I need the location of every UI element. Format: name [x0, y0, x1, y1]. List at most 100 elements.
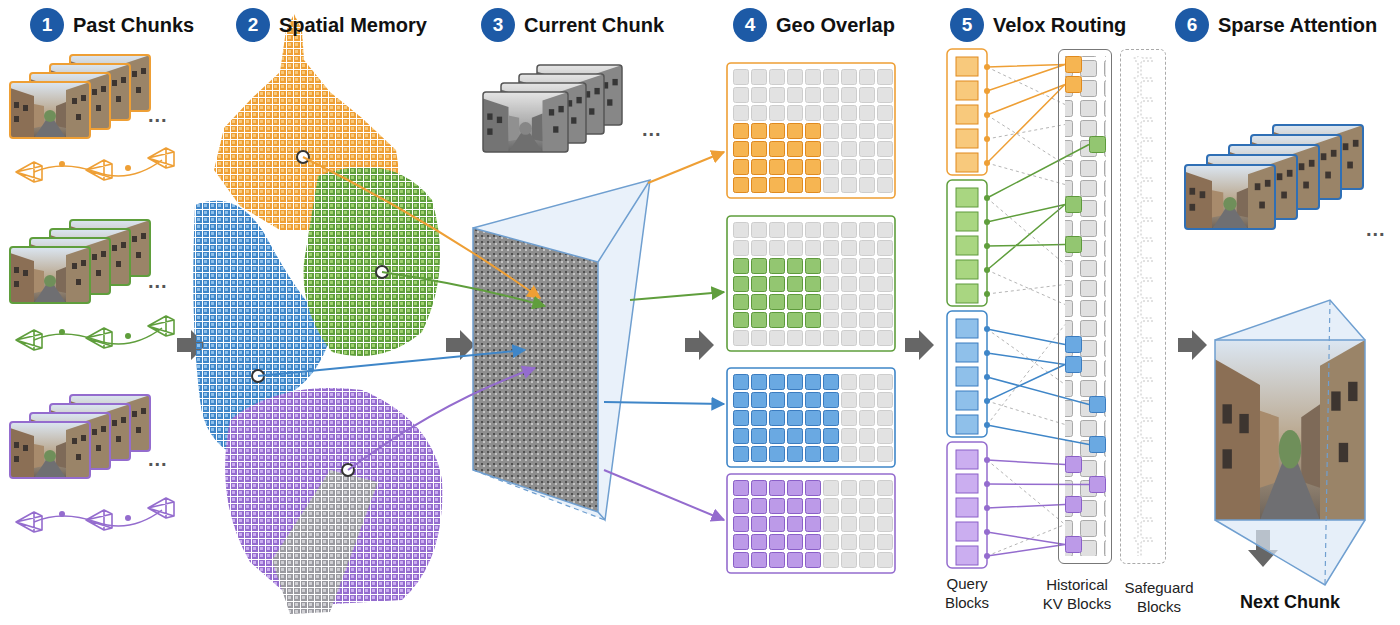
query-block-group: [947, 180, 987, 306]
overlap-grid: [727, 63, 895, 198]
step-number: 3: [481, 8, 515, 42]
kv-cells: [1065, 56, 1106, 556]
point-cloud: [304, 167, 440, 356]
camera-trajectory: [148, 316, 174, 336]
stage-title: Geo Overlap: [776, 14, 895, 37]
stage-header: 1Past Chunks: [30, 8, 194, 42]
routing-line: [987, 329, 1089, 445]
past-chunk-stack: [10, 55, 150, 478]
query-block-group: [956, 546, 978, 565]
camera-trajectory: [16, 162, 42, 182]
camera-trajectory: [16, 512, 42, 532]
current-chunk-stack: [483, 92, 568, 152]
query-block-group: [956, 391, 978, 410]
output-frustum: [1215, 520, 1365, 585]
overlap-grid: [733, 480, 823, 570]
query-block-group: [956, 260, 978, 279]
stage-title: Past Chunks: [73, 14, 194, 37]
memory-arrow: [382, 272, 545, 306]
ellipsis: ...: [148, 104, 178, 127]
stage-header: 5 Velox Routing: [950, 8, 1126, 42]
camera-trajectory: [125, 515, 131, 521]
overlap-grid: [733, 258, 823, 330]
query-block-group: [956, 236, 978, 255]
query-block-group: [956, 284, 978, 303]
routing-line: [987, 460, 1089, 556]
ellipsis: ...: [642, 118, 672, 141]
camera-trajectory: [16, 330, 42, 350]
stage-arrow: [685, 330, 714, 360]
query-block-group: [947, 442, 987, 568]
kv-cells: [1066, 497, 1082, 513]
query-dot: [984, 553, 990, 559]
kv-cells: [1066, 237, 1082, 253]
next-chunk-stack: [1185, 125, 1363, 229]
step-number: 2: [236, 8, 270, 42]
output-label: Next Chunk: [1225, 592, 1355, 613]
stage-title: Velox Routing: [993, 14, 1126, 37]
memory-arrow: [258, 157, 545, 470]
memory-arrow: [303, 157, 540, 298]
query-dot: [984, 398, 990, 404]
overlap-arrow: [604, 152, 724, 520]
overlap-grid: [733, 480, 895, 570]
camera-trajectory: [148, 498, 174, 518]
camera-frustum: [473, 228, 598, 512]
past-chunk-stack: [10, 82, 90, 138]
camera-frustum: [473, 180, 650, 520]
kv-cells: [1066, 77, 1082, 93]
query-block-group: [947, 180, 987, 306]
block-column: Safeguard Blocks: [1120, 49, 1166, 564]
overlap-grid: [733, 222, 895, 348]
ellipsis: ...: [1366, 218, 1396, 241]
query-block-group: [956, 105, 978, 124]
query-dot: [984, 160, 990, 166]
overlap-grid: [727, 63, 895, 198]
output-frustum: [1325, 300, 1330, 585]
kv-cells: [1090, 397, 1106, 413]
overlap-arrow: [648, 152, 724, 183]
query-dot: [984, 64, 990, 70]
query-block-group: [956, 474, 978, 493]
overlap-grid: [733, 123, 823, 195]
output-frustum: [1215, 300, 1365, 585]
query-block-group: [956, 415, 978, 434]
query-block-group: [956, 367, 978, 386]
query-block-group: [956, 498, 978, 517]
camera-trajectory: [59, 511, 65, 517]
query-block-group: [956, 129, 978, 148]
query-dot: [984, 64, 990, 559]
overlap-grid: [727, 216, 895, 351]
camera-frustum: [473, 180, 650, 520]
kv-cells: [1066, 57, 1082, 73]
overlap-arrow: [604, 470, 724, 520]
memory-arrow: [258, 350, 525, 376]
group-label: Query Blocks: [932, 574, 1002, 612]
camera-trajectory: [125, 165, 131, 171]
query-dot: [984, 457, 990, 463]
camera-trajectory: [148, 148, 174, 168]
overlap-arrow: [630, 292, 724, 300]
camera-trajectory: [59, 329, 65, 335]
query-dot: [984, 88, 990, 94]
stage-header: 6Sparse Attention: [1175, 8, 1377, 42]
stage-title: Sparse Attention: [1218, 14, 1377, 37]
overlap-grid: [733, 69, 895, 195]
kv-cells: [1066, 537, 1082, 553]
step-number: 5: [950, 8, 984, 42]
past-chunk-stack: [10, 247, 90, 303]
stage-header: 4Geo Overlap: [733, 8, 895, 42]
query-dot: [984, 291, 990, 297]
query-block-group: [956, 450, 978, 469]
query-dot: [984, 350, 990, 356]
kv-cells: [1066, 197, 1082, 213]
current-chunk-stack: [483, 65, 622, 152]
kv-cells: [1066, 337, 1082, 353]
query-dot: [984, 374, 990, 380]
query-block-group: [947, 49, 987, 175]
point-cloud: [193, 14, 442, 614]
ellipsis: ...: [148, 448, 178, 471]
camera-trajectory: [125, 333, 131, 339]
block-column: Historical KV Blocks: [1058, 49, 1112, 564]
